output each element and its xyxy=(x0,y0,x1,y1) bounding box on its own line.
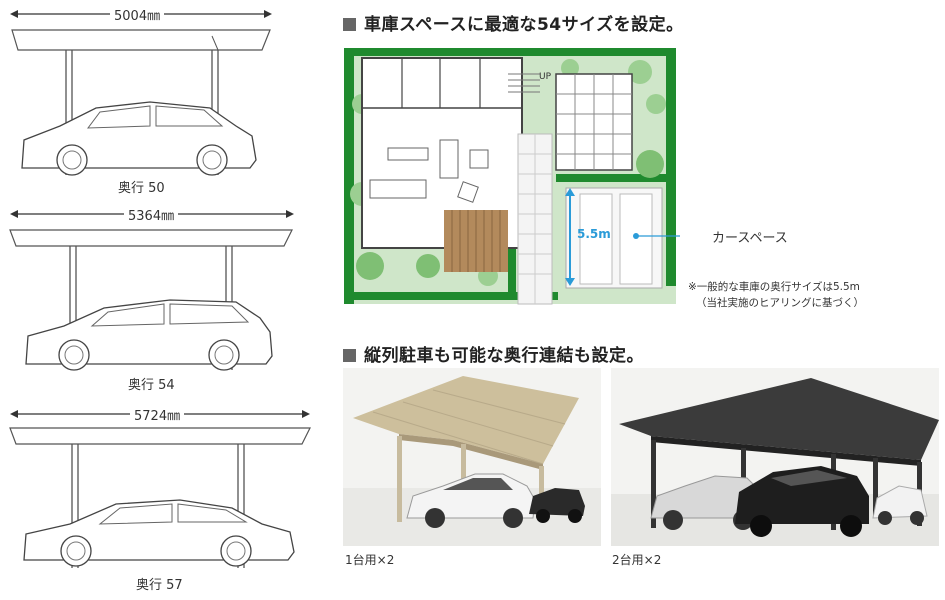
bullet-square-icon xyxy=(343,349,356,362)
dimension-label: 5724㎜ xyxy=(130,405,185,424)
note-line-2: （当社実施のヒアリングに基づく） xyxy=(696,297,864,309)
carport-photo-single-x2 xyxy=(343,368,601,546)
depth-label: 奥行 57 xyxy=(136,578,183,593)
floor-plan xyxy=(344,48,680,305)
carport-50-drawing xyxy=(10,10,272,176)
depth-note: ※一般的な車庫の奥行サイズは5.5m （当社実施のヒアリングに基づく） xyxy=(688,279,864,311)
section-heading: 車庫スペースに最適な54サイズを設定。 xyxy=(343,10,684,35)
photo1-caption: 1台用×2 xyxy=(345,553,395,567)
plan-up-label: UP xyxy=(539,72,552,82)
section-heading: 縦列駐車も可能な奥行連結も設定。 xyxy=(343,341,644,366)
note-line-1: ※一般的な車庫の奥行サイズは5.5m xyxy=(688,281,860,293)
bullet-square-icon xyxy=(343,18,356,31)
carport-photo-double-x2 xyxy=(611,368,939,546)
carspace-label: カースペース xyxy=(712,231,788,246)
carport-57-drawing xyxy=(9,410,311,568)
photo2-caption: 2台用×2 xyxy=(612,553,662,567)
depth-label: 奥行 50 xyxy=(118,181,165,196)
depth-label: 奥行 54 xyxy=(128,378,175,393)
dimension-label: 5004㎜ xyxy=(110,5,165,24)
depth-5.5m-label: 5.5m xyxy=(577,227,611,241)
dimension-label: 5364㎜ xyxy=(124,205,179,224)
carport-54-drawing xyxy=(9,210,294,371)
